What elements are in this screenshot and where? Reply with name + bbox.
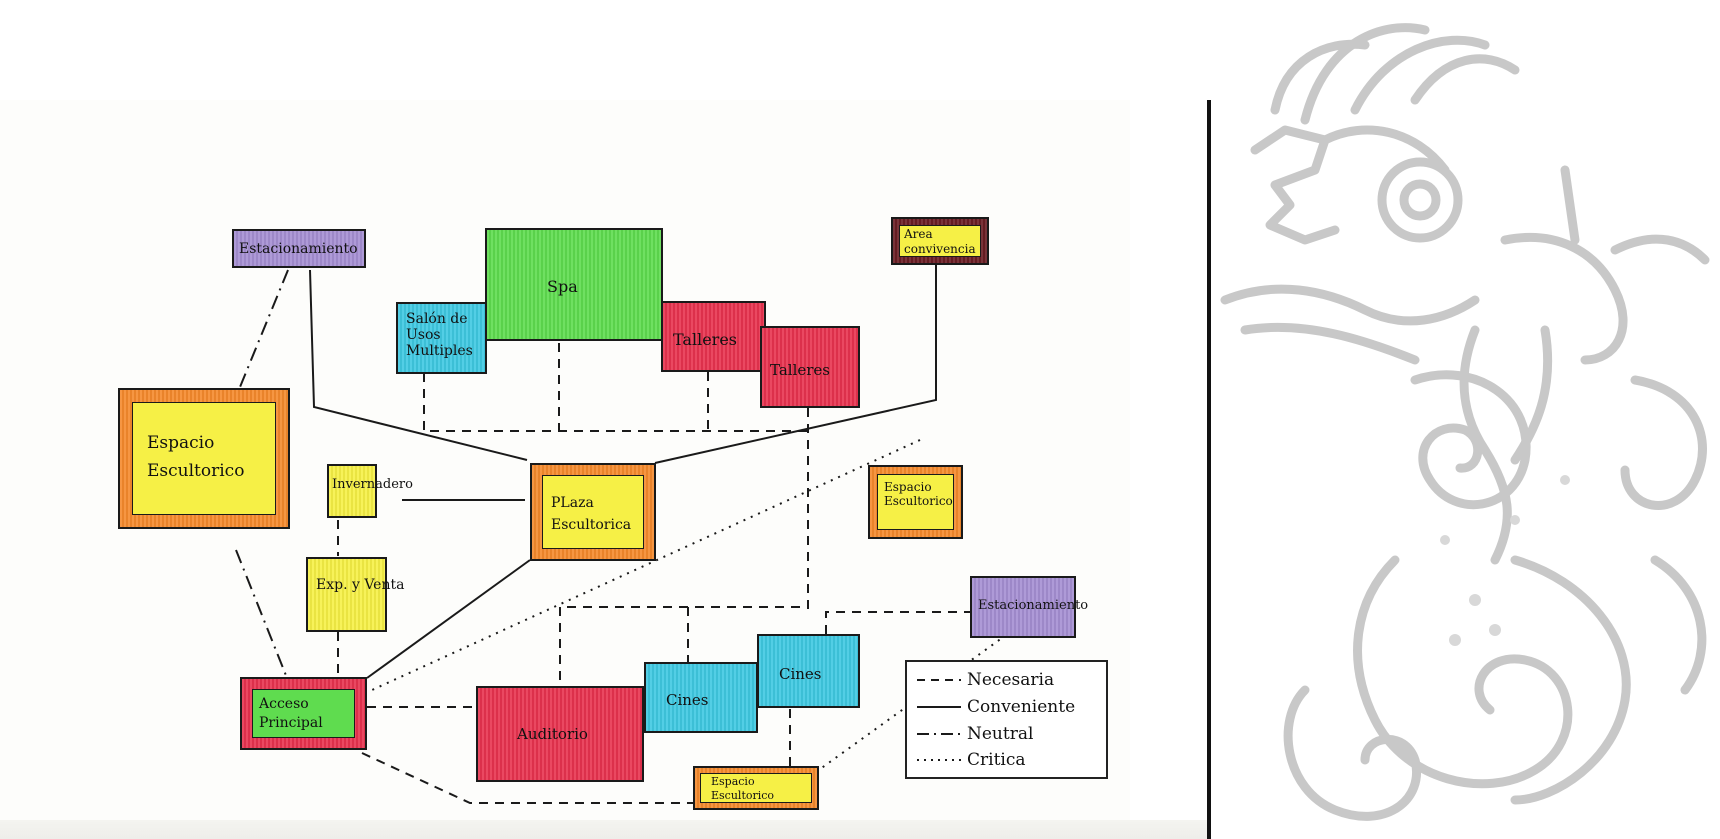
legend-dotted-swatch <box>917 759 961 761</box>
legend-solid-swatch <box>917 706 961 708</box>
legend-dashed-swatch <box>917 679 961 681</box>
node-espacio-escultorico-bottom: Espacio Escultorico <box>693 766 819 810</box>
node-label: Talleres <box>770 361 830 379</box>
node-plaza-escultorica: PLaza Escultorica <box>530 463 656 561</box>
node-label: Estacionamiento <box>239 241 358 257</box>
node-inner-fill: PLaza Escultorica <box>542 475 644 549</box>
line-cines-estacionamiento <box>825 611 970 634</box>
vertical-divider <box>1207 100 1211 839</box>
node-label: Area convivencia <box>904 227 976 256</box>
node-inner-fill: Acceso Principal <box>252 689 355 738</box>
node-label: Espacio Escultorico <box>147 433 245 481</box>
node-label: Cines <box>779 665 822 683</box>
legend: Necesaria Conveniente Neutral Critica <box>905 660 1108 779</box>
node-inner-fill: Espacio Escultorico <box>700 773 812 803</box>
legend-label: Critica <box>967 750 1026 770</box>
line-lower-bus <box>559 606 808 680</box>
legend-label: Conveniente <box>967 697 1076 717</box>
node-espacio-escultorico-left: Espacio Escultorico <box>118 388 290 529</box>
node-inner-fill: Area convivencia <box>899 225 981 257</box>
legend-label: Necesaria <box>967 670 1055 690</box>
node-label: Espacio Escultorico <box>711 775 775 802</box>
legend-necesaria: Necesaria <box>917 670 1054 690</box>
node-estacionamiento-top: Estacionamiento <box>232 229 366 268</box>
node-label: Talleres <box>673 330 737 349</box>
line-upper-bus <box>423 373 807 432</box>
legend-conveniente: Conveniente <box>917 697 1075 717</box>
node-spa: Spa <box>485 228 663 341</box>
node-label: Acceso Principal <box>259 696 323 731</box>
line-espacio1-acceso <box>235 549 288 679</box>
mayan-serpent-deity-icon <box>1220 23 1710 821</box>
node-area-convivencia: Area convivencia <box>891 217 989 265</box>
node-acceso-principal: Acceso Principal <box>240 677 367 750</box>
node-label: Exp. y Venta <box>316 577 405 593</box>
node-label: PLaza Escultorica <box>551 495 632 533</box>
line-plaza-acceso <box>366 559 531 679</box>
node-exp-y-venta: Exp. y Venta <box>306 557 404 632</box>
node-label: Salón de Usos Multiples <box>406 311 473 360</box>
node-label: Auditorio <box>517 725 588 743</box>
node-talleres-1: Talleres <box>661 301 766 372</box>
legend-critica: Critica <box>917 750 1026 770</box>
node-label: Estacionamiento <box>978 598 1089 613</box>
legend-dashdot-swatch <box>917 733 961 735</box>
legend-neutral: Neutral <box>917 724 1033 744</box>
node-cines-1: Cines <box>644 662 758 733</box>
node-label: Spa <box>547 277 578 296</box>
legend-label: Neutral <box>967 724 1034 744</box>
node-auditorio: Auditorio <box>476 686 644 782</box>
node-label: Espacio Escultorico <box>884 480 953 508</box>
line-estacionamiento-espacio1 <box>239 269 289 388</box>
line-estacionamiento-plaza <box>309 269 528 461</box>
node-espacio-escultorico-right: Espacio Escultorico <box>868 465 963 539</box>
node-label: Invernadero <box>332 477 413 492</box>
node-estacionamiento-bottom: Estacionamiento <box>970 576 1088 638</box>
node-salon-usos-multiples: Salón de Usos Multiples <box>396 302 487 374</box>
node-talleres-2: Talleres <box>760 326 860 408</box>
paper-shadow <box>0 820 1210 839</box>
node-inner-fill: Espacio Escultorico <box>877 474 954 530</box>
node-inner-fill: Espacio Escultorico <box>132 402 276 515</box>
line-acceso-espacio3 <box>361 752 695 804</box>
node-invernadero: Invernadero <box>327 464 413 518</box>
node-cines-2: Cines <box>757 634 860 708</box>
node-label: Cines <box>666 691 709 709</box>
